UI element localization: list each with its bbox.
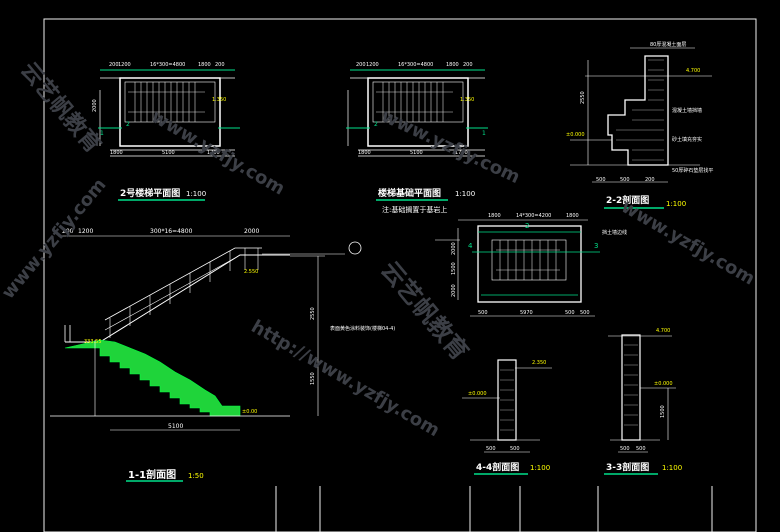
title-s33: 3-3剖面图 [606,461,649,473]
title-s44: 4-4剖面图 [476,461,519,473]
svg-text:1200: 1200 [78,228,93,235]
svg-text:1200: 1200 [366,62,379,68]
foundation-note: 注:基础搁置于基岩上 [382,205,447,214]
sheet-border [43,18,757,532]
svg-text:1800: 1800 [488,213,501,219]
svg-text:1700: 1700 [455,150,468,156]
svg-text:200: 200 [62,228,74,235]
svg-text:1800: 1800 [358,150,371,156]
svg-text:http://www.yzfjy.com: http://www.yzfjy.com [248,316,444,441]
svg-text:www.yzfjy.com: www.yzfjy.com [378,105,523,188]
svg-text:4.700: 4.700 [686,68,700,74]
svg-text:500: 500 [510,446,520,452]
svg-text:1500: 1500 [660,405,666,418]
svg-text:云艺帆教育: 云艺帆教育 [375,256,474,366]
svg-text:200: 200 [463,62,473,68]
svg-text:2: 2 [525,222,529,230]
svg-text:5100: 5100 [162,150,175,156]
svg-text:500: 500 [620,446,630,452]
svg-text:300*16=4800: 300*16=4800 [150,228,193,235]
svg-text:16*300=4800: 16*300=4800 [150,62,185,68]
svg-text:200: 200 [645,177,655,183]
svg-text:200: 200 [109,62,119,68]
svg-text:2: 2 [126,121,130,128]
svg-text:333.55: 333.55 [84,339,102,345]
svg-text:www.yzfjy.com: www.yzfjy.com [0,174,111,303]
svg-text:表面黄色涂料装饰(楼梯04-4): 表面黄色涂料装饰(楼梯04-4) [330,325,395,332]
svg-text:5100: 5100 [168,423,183,430]
svg-text:4.700: 4.700 [656,328,670,334]
watermark: 云艺帆教育 www.yzfjy.com 云艺帆教育 http://www.yzf… [0,57,758,441]
svg-text:1.350: 1.350 [212,97,226,103]
title-plan2: 2号楼梯平面图 [120,187,180,199]
svg-text:200: 200 [356,62,366,68]
section-2-2: 80厚混凝土面层 4.700 ±0.000 混凝土墙挡墙 砂土填充夯实 50厚碎… [566,41,713,183]
svg-text:3: 3 [594,242,598,250]
svg-text:4: 4 [468,242,473,250]
svg-text:2000: 2000 [244,228,259,235]
svg-text:1550: 1550 [310,372,316,385]
svg-text:1800: 1800 [446,62,459,68]
svg-text:5100: 5100 [410,150,423,156]
svg-text:1800: 1800 [110,150,123,156]
svg-text:80厚混凝土面层: 80厚混凝土面层 [650,41,686,48]
svg-text:500: 500 [565,310,575,316]
svg-text:2000: 2000 [451,242,457,255]
section-4-4: 2.350 ±0.000 500 500 [462,359,552,453]
svg-text:2.350: 2.350 [532,360,546,366]
svg-text:1500: 1500 [451,262,457,275]
svg-text:1: 1 [482,130,486,137]
svg-text:1.350: 1.350 [460,97,474,103]
scale-plan2: 1:100 [186,190,206,198]
scale-s11: 1:50 [188,472,204,480]
scale-s33: 1:100 [662,464,682,472]
svg-text:500: 500 [580,310,590,316]
scale-s22: 1:100 [666,200,686,208]
svg-text:±0.000: ±0.000 [468,391,487,397]
svg-text:200: 200 [215,62,225,68]
scale-s44: 1:100 [530,464,550,472]
svg-text:2000: 2000 [451,284,457,297]
svg-text:1: 1 [100,130,104,137]
title-foundation: 楼梯基础平面图 [378,187,441,199]
svg-text:2: 2 [374,121,378,128]
plan-foundation: 1.350 200 1200 16*300=4800 1800 200 1800… [346,62,488,157]
svg-text:1700: 1700 [207,150,220,156]
scale-foundation: 1:100 [455,190,475,198]
svg-text:±0.000: ±0.000 [654,381,673,387]
svg-text:2550: 2550 [310,307,316,320]
plan-right: 1800 14*300=4200 1800 2 3 4 挡土墙边线 2000 1… [435,213,627,317]
svg-text:砂土填充夯实: 砂土填充夯实 [672,136,702,143]
svg-text:±0.000: ±0.000 [566,132,585,138]
svg-text:1200: 1200 [118,62,131,68]
svg-text:2000: 2000 [92,99,98,112]
title-s22: 2-2剖面图 [606,194,649,206]
svg-text:500: 500 [620,177,630,183]
svg-text:500: 500 [486,446,496,452]
svg-text:500: 500 [636,446,646,452]
svg-text:2.550: 2.550 [244,269,258,275]
svg-text:16*300=4800: 16*300=4800 [398,62,433,68]
svg-text:500: 500 [596,177,606,183]
svg-text:混凝土墙挡墙: 混凝土墙挡墙 [672,107,702,114]
plan-stair-2: 1.350 200 1200 16*300=4800 1800 200 1800… [92,62,240,157]
section-3-3: 4.700 ±0.000 1500 500 500 [608,328,676,453]
section-1-1: 200 1200 300*16=4800 2000 5100 333.55 2.… [50,228,395,431]
svg-text:www.yzfjy.com: www.yzfjy.com [618,196,759,289]
svg-text:1800: 1800 [566,213,579,219]
svg-text:5970: 5970 [520,310,533,316]
svg-text:500: 500 [478,310,488,316]
svg-text:50厚碎石垫层找平: 50厚碎石垫层找平 [672,167,713,174]
svg-text:14*300=4200: 14*300=4200 [516,213,551,219]
svg-text:2550: 2550 [580,91,586,104]
svg-text:挡土墙边线: 挡土墙边线 [602,229,627,236]
title-s11: 1-1剖面图 [128,468,176,481]
svg-text:±0.00: ±0.00 [242,409,257,415]
svg-text:1800: 1800 [198,62,211,68]
